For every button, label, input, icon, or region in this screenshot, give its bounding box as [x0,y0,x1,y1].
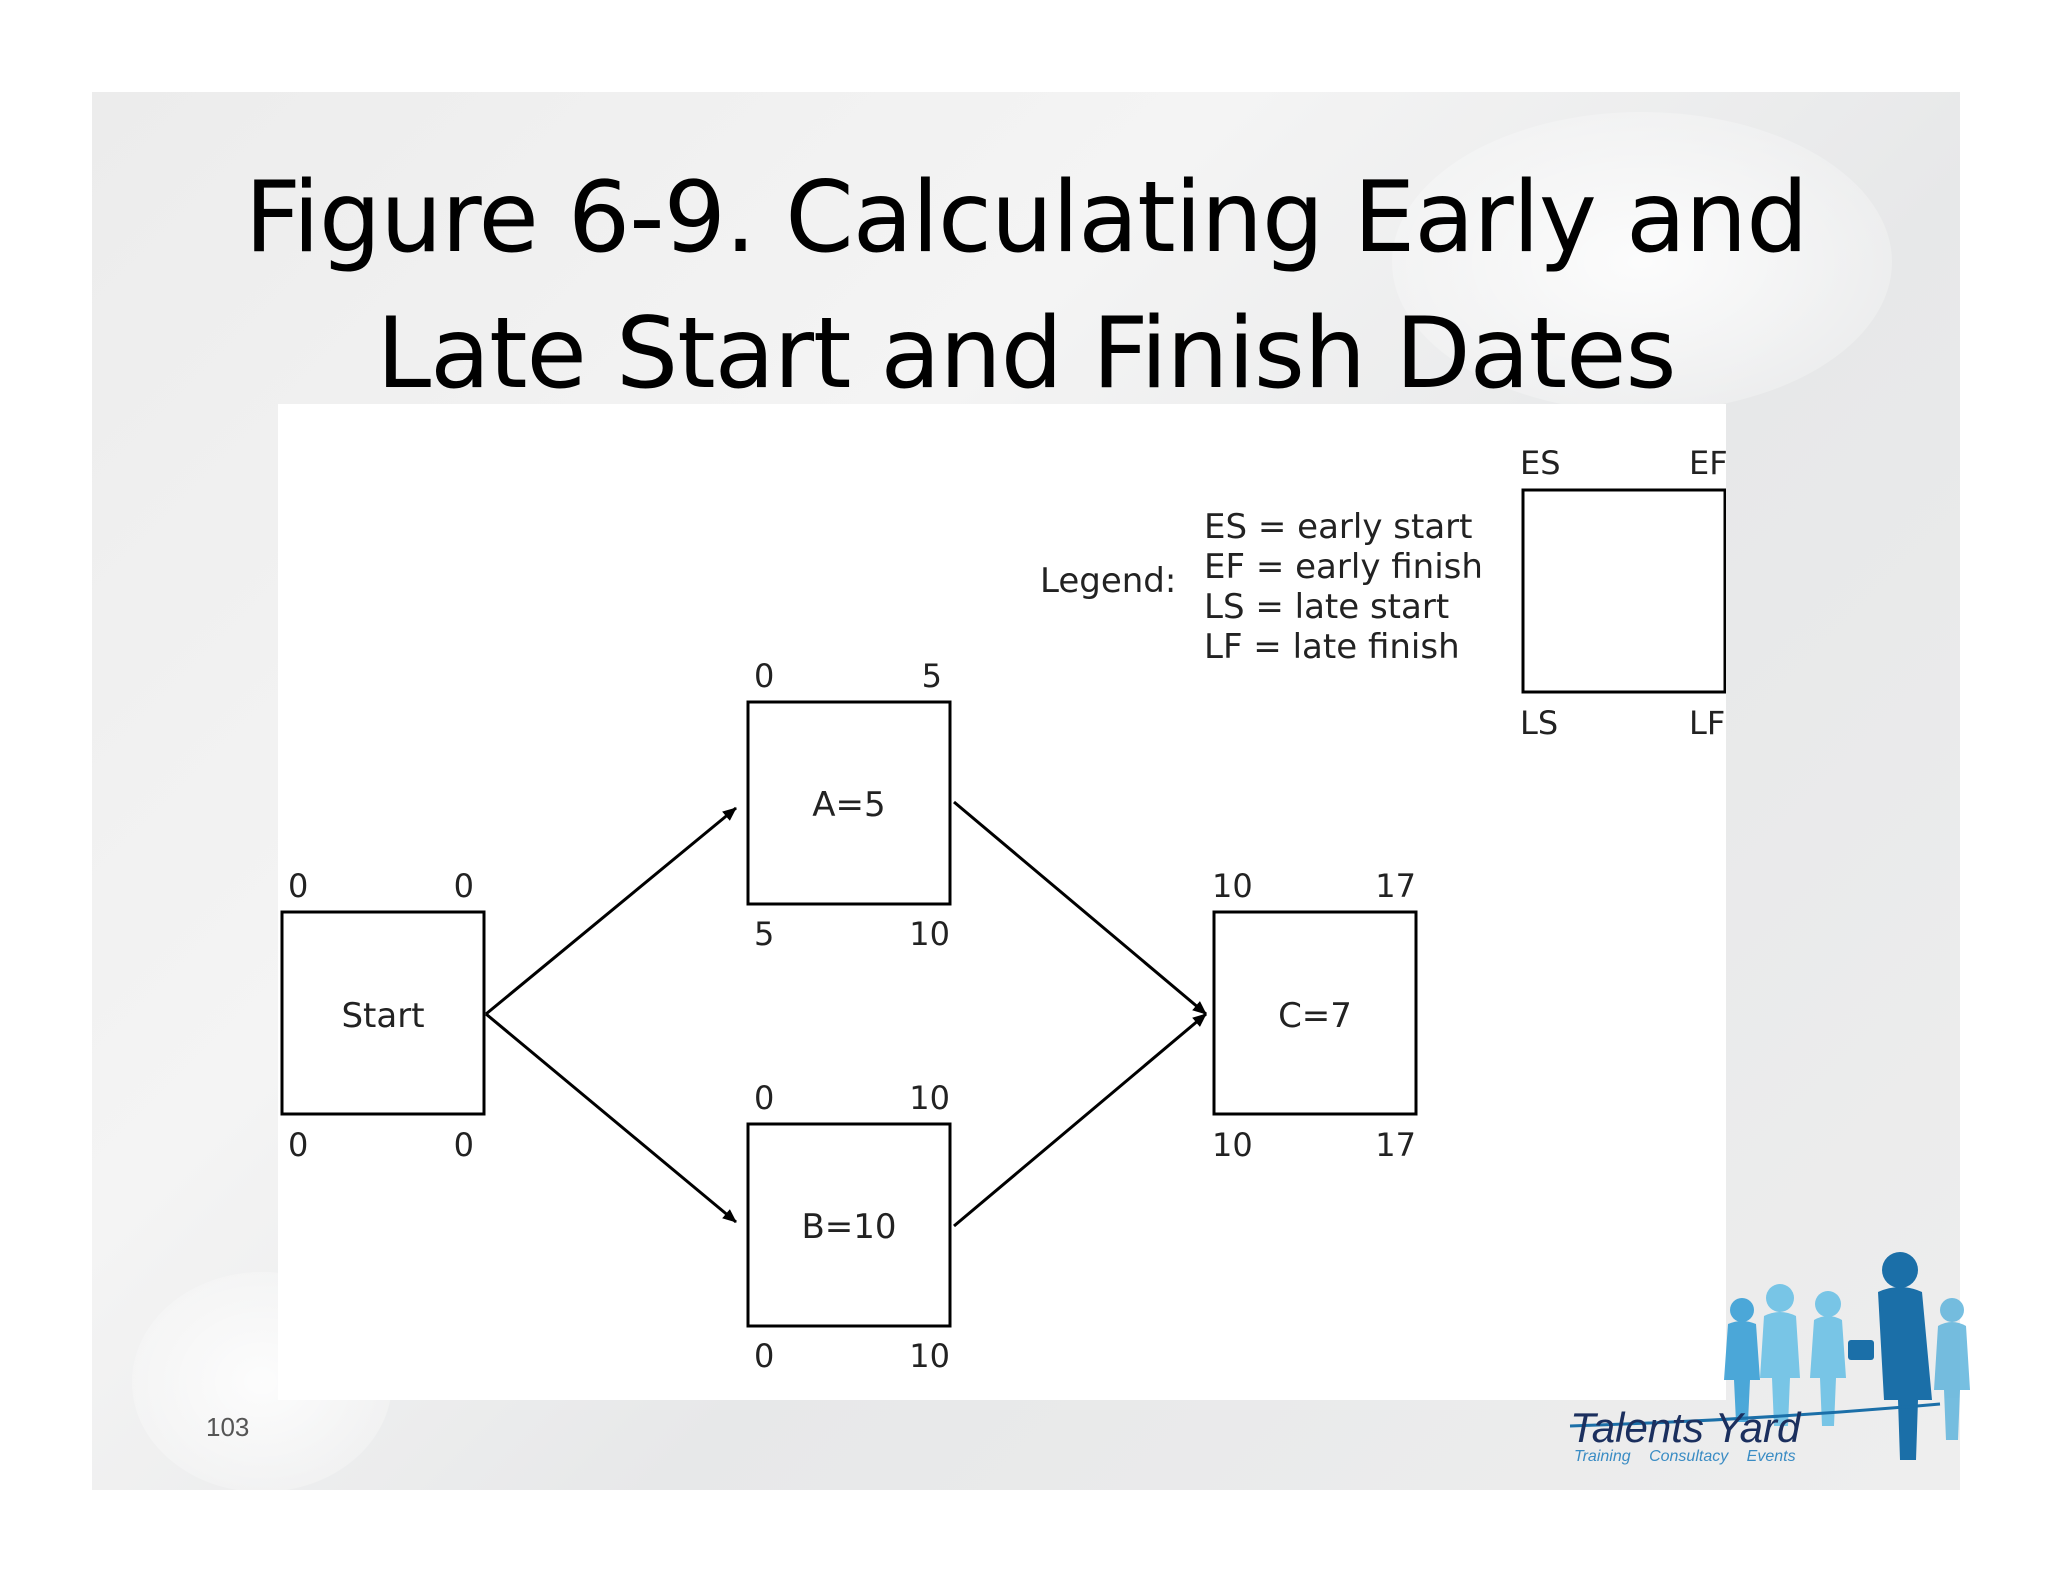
legend-label: Legend: [1040,561,1176,601]
node-a-label: A=5 [812,785,885,825]
talents-yard-logo [1569,1252,1970,1460]
title-line-1: Figure 6-9. Calculating Early and [244,161,1809,275]
node-a-ls: 5 [754,915,774,953]
legend-lf-label: LF [1689,704,1725,742]
node-start-es: 0 [288,867,308,905]
node-b-es: 0 [754,1079,774,1117]
node-b-box [746,1122,952,1328]
legend-ls-label: LS [1520,704,1558,742]
node-start: Start 0 0 0 0 [280,867,486,1164]
node-c-label: C=7 [1278,996,1352,1036]
legend-line-ls: LS = late start [1204,587,1449,627]
node-c-box [1212,910,1418,1116]
edge-start-to-b [485,1012,737,1224]
network-diagram: Legend: ES = early start EF = early fini… [278,404,1726,1400]
legend-ef-label: EF [1689,444,1726,482]
node-a-ef: 5 [922,657,942,695]
node-b-lf: 10 [909,1337,950,1375]
slide-title: Figure 6-9. Calculating Early and Late S… [92,150,1960,422]
node-b-ef: 10 [909,1079,950,1117]
node-b: B=10 0 10 0 10 [746,1079,952,1375]
edge-b-to-c [953,1012,1207,1228]
node-a: A=5 0 5 5 10 [746,657,952,953]
title-line-2: Late Start and Finish Dates [376,297,1676,411]
node-c-ef: 17 [1375,867,1416,905]
legend-line-lf: LF = late finish [1204,627,1460,667]
edge-start-to-a [485,806,737,1016]
page-number: 103 [206,1412,250,1442]
node-start-ls: 0 [288,1126,308,1164]
node-c-lf: 17 [1375,1126,1416,1164]
node-start-lf: 0 [454,1126,474,1164]
node-b-ls: 0 [754,1337,774,1375]
legend-line-es: ES = early start [1204,507,1472,547]
node-c: C=7 10 17 10 17 [1212,867,1418,1164]
legend-line-ef: EF = early finish [1204,547,1483,587]
node-b-label: B=10 [801,1207,896,1247]
node-c-es: 10 [1212,867,1253,905]
node-a-lf: 10 [909,915,950,953]
legend-es-label: ES [1520,444,1561,482]
people-silhouettes-icon [1724,1252,1970,1460]
logo-name: Talents Yard [1570,1404,1801,1451]
node-a-es: 0 [754,657,774,695]
edge-a-to-c [953,800,1207,1016]
node-start-label: Start [341,996,424,1036]
logo-tagline: Training Consultacy Events [1574,1448,1796,1465]
node-start-ef: 0 [454,867,474,905]
node-a-box [746,700,952,906]
node-start-box [280,910,486,1116]
legend-box [1521,488,1726,694]
node-c-ls: 10 [1212,1126,1253,1164]
